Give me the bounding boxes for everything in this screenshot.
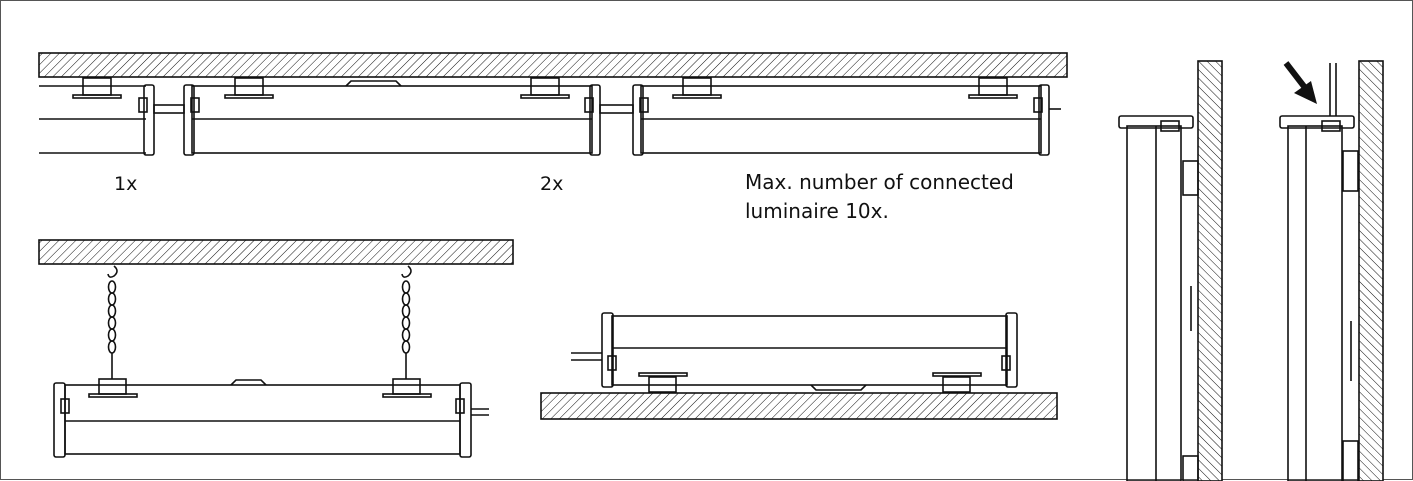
hook [107,265,118,278]
luminaire-body [39,85,1042,154]
wall-hatch-1 [1197,60,1223,481]
surface-hatch [540,392,1058,420]
connected-luminaires [38,52,1068,156]
ceiling-hatch-top [38,52,1068,78]
ceiling-clip [72,77,1018,99]
surface-mounted-luminaire [540,312,1058,420]
wall-hatch-2 [1358,60,1384,481]
ceiling-hatch-left [38,239,514,265]
suspended-luminaire [38,239,514,458]
arrow-icon [1283,61,1317,104]
max-connected-note-line1: Max. number of connected [745,170,1014,194]
chain [107,280,411,379]
hook [401,265,412,278]
label-2x: 2x [540,173,564,195]
label-1x: 1x [114,173,138,195]
wall-mounted-luminaire-1 [1118,60,1223,481]
end-cap [138,84,1050,156]
max-connected-note-line2: luminaire 10x. [745,199,889,223]
wall-mounted-luminaire-2 [1279,60,1384,481]
link-connector [153,104,1061,114]
